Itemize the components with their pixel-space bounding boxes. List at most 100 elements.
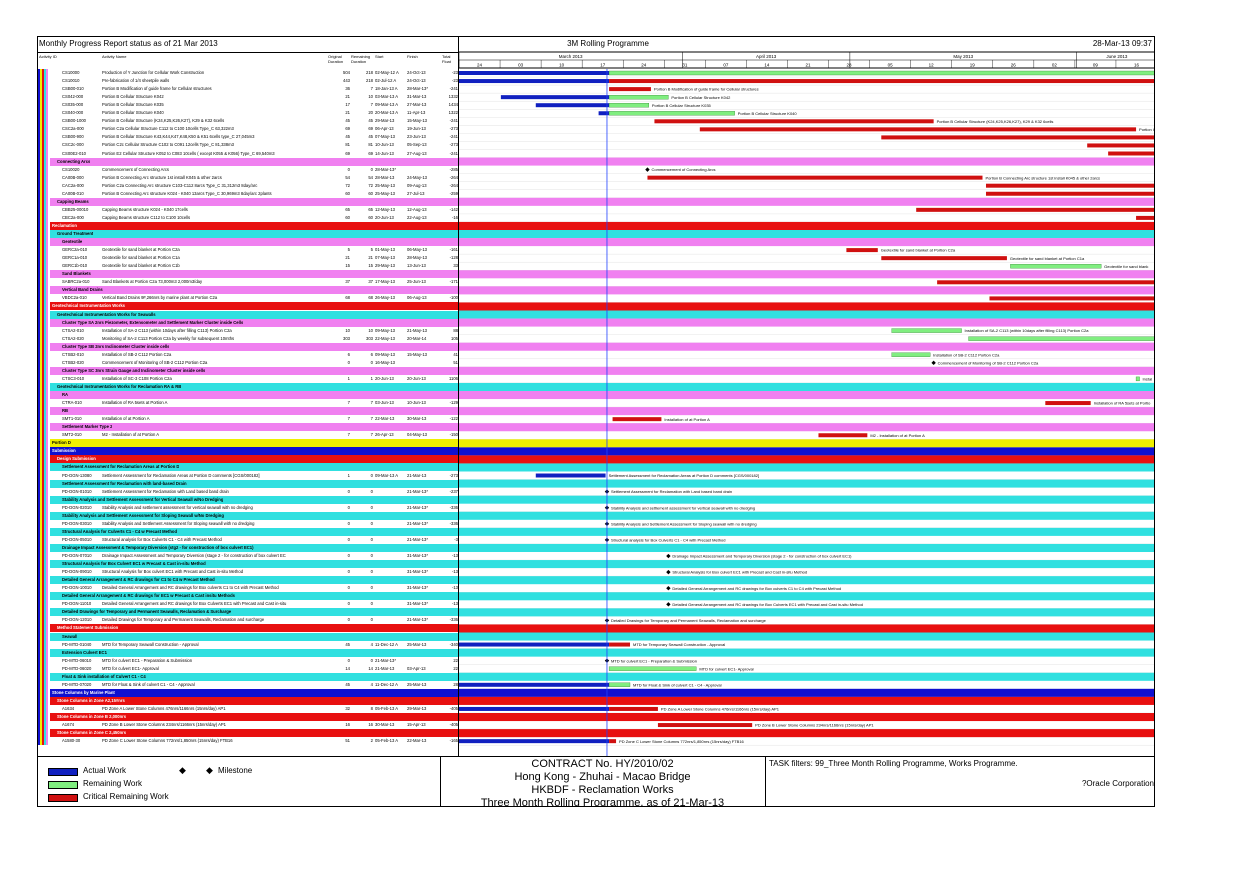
wbs-group-row[interactable]: Geotechnical Instrumentation Works for S… <box>38 310 458 319</box>
col-activity-name[interactable]: Activity Name <box>102 54 127 59</box>
wbs-group-row[interactable]: Connecting Arcs <box>38 157 458 166</box>
wbs-group-row[interactable]: Geotechnical Instrumentation Works <box>38 302 458 311</box>
wbs-group-row[interactable]: Geotechnical Instrumentation Works for R… <box>38 382 458 391</box>
wbs-group-row[interactable]: Design Submission <box>38 455 458 464</box>
wbs-group-row[interactable]: Method Statement Submission <box>38 624 458 633</box>
start-date: 22-May-13 <box>375 335 396 341</box>
wbs-group-row[interactable]: Stability Analysis and Settlement Assess… <box>38 511 458 520</box>
wbs-band <box>459 632 1154 641</box>
col-finish[interactable]: Finish <box>407 54 418 59</box>
wbs-group-row[interactable]: Stone Columns by Marine Plant <box>38 688 458 697</box>
wbs-group-row[interactable]: Structural Analysis for Box Culvert EC1 … <box>38 560 458 569</box>
wbs-group-row[interactable]: Seawall <box>38 632 458 641</box>
wbs-group-row[interactable]: Stone Columns in Zone B 2,000nrs <box>38 713 458 722</box>
wbs-group-row[interactable]: RA <box>38 391 458 400</box>
start-date: 30-Mar-13 <box>375 722 395 728</box>
col-start[interactable]: Start <box>375 54 384 59</box>
total-float: -336 <box>449 617 458 623</box>
wbs-group-row[interactable]: Sand Blankets <box>38 270 458 279</box>
wbs-group-row[interactable]: Portion D <box>38 439 458 448</box>
wbs-group-row[interactable]: Float & Sink installation of Culvert C1 … <box>38 672 458 681</box>
wbs-group-row[interactable]: Stone Columns in Zone A2,15#nrs <box>38 696 458 705</box>
wbs-group-row[interactable]: Extension Culvert EC1 <box>38 648 458 657</box>
wbs-group-row[interactable]: Ground Treatment <box>38 230 458 239</box>
wbs-group-row[interactable]: Reclamation <box>38 221 458 230</box>
wbs-group-row[interactable]: Detailed General Arrangement & RC drawin… <box>38 576 458 585</box>
wbs-group-row[interactable]: Vertical Band Drains <box>38 286 458 295</box>
gantt-bar-label: M2 - Installation of at Portion A <box>870 433 925 438</box>
wbs-group-row[interactable]: Cluster Type SB 2nrs Inclinometer Cluste… <box>38 342 458 351</box>
wbs-group-row[interactable]: Settlement Assessment for Reclamation wi… <box>38 479 458 488</box>
col-original-duration[interactable]: Original Duration <box>328 54 344 64</box>
wbs-group-row[interactable]: Geotextile <box>38 238 458 247</box>
wbs-group-label: Geotechnical Instrumentation Works for R… <box>57 383 182 389</box>
remaining-duration: 68 <box>368 295 373 301</box>
wbs-group-row[interactable]: Submission <box>38 447 458 456</box>
wbs-group-row[interactable]: Cluster Type SA 2nrs Piezometer, Extenso… <box>38 318 458 327</box>
wbs-group-row[interactable]: Structural Analysis for Culverts C1 - C4… <box>38 527 458 536</box>
wbs-group-row[interactable]: RB <box>38 407 458 416</box>
wbs-group-row[interactable]: Settlement Marker Type 2 <box>38 423 458 432</box>
wbs-group-row[interactable]: Drainage Impact Assessment & Temporary D… <box>38 543 458 552</box>
wbs-group-row[interactable]: Capping Beams <box>38 197 458 206</box>
col-remaining-duration[interactable]: Remaining Duration <box>351 54 371 64</box>
wbs-group-row[interactable]: Detailed Drawings for Temporary and Perm… <box>38 608 458 617</box>
wbs-group-row[interactable]: Stability Analysis and Settlement Assess… <box>38 495 458 504</box>
wbs-group-row[interactable]: Detailed General Arrangement & RC drawin… <box>38 592 458 601</box>
col-activity-id[interactable]: Activity ID <box>39 54 57 59</box>
col-total-float[interactable]: Total Float <box>442 54 451 64</box>
wbs-group-row[interactable]: Stone Columns in Zone C 2,450nrs <box>38 729 458 738</box>
wbs-band <box>459 342 1154 351</box>
wbs-group-row[interactable]: Cluster Type SC 3nrs Strain Gauge and In… <box>38 366 458 375</box>
wbs-group-row[interactable]: Settlement Assessment for Reclamation Ar… <box>38 463 458 472</box>
start-date: 09-Mar-13 A <box>375 472 399 478</box>
